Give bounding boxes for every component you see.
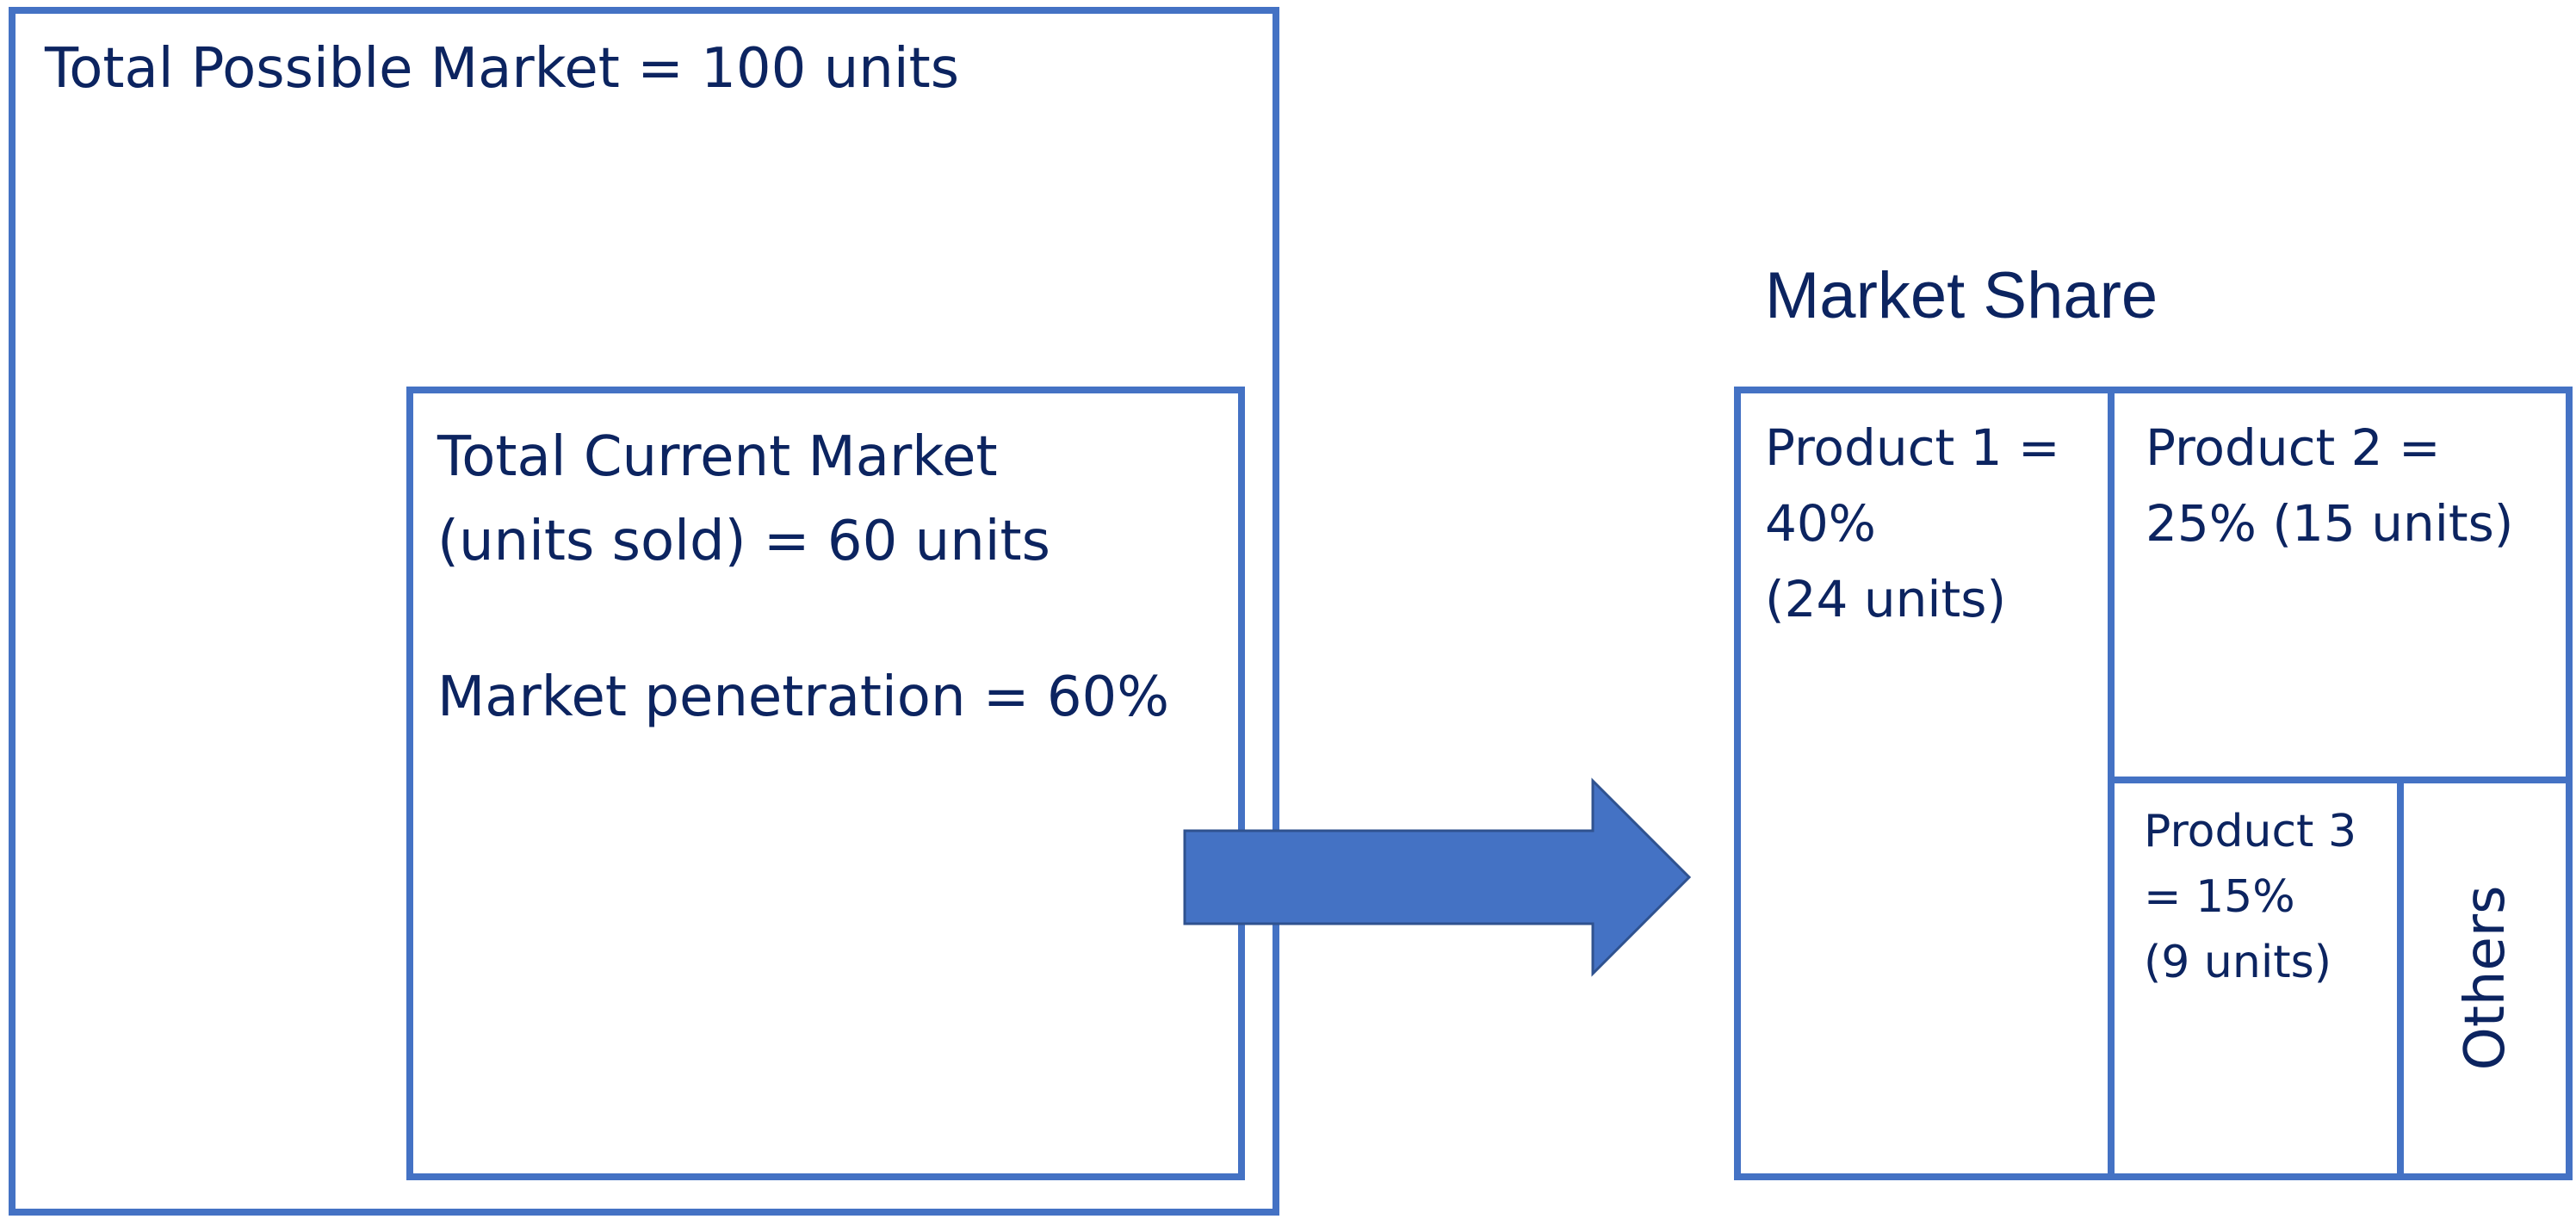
- market-penetration-label: Market penetration = 60%: [437, 665, 1170, 729]
- segment-others-label: Others: [2454, 885, 2517, 1071]
- total-possible-market-label: Total Possible Market = 100 units: [45, 37, 960, 101]
- total-current-market-label: Total Current Market (units sold) = 60 u…: [437, 425, 1050, 573]
- segment-divider-vertical-1: [2108, 387, 2115, 1180]
- segment-product-3-label: Product 3 = 15% (9 units): [2144, 806, 2357, 988]
- total-possible-market-box: [9, 7, 1279, 1216]
- total-current-market-box: [406, 387, 1245, 1180]
- segment-product-2-label: Product 2 = 25% (15 units): [2146, 418, 2514, 553]
- market-share-box: [1734, 387, 2573, 1180]
- market-share-title: Market Share: [1765, 259, 2158, 332]
- segment-divider-horizontal: [2108, 777, 2573, 783]
- segment-product-1-label: Product 1 = 40% (24 units): [1765, 418, 2060, 628]
- segment-divider-vertical-2: [2397, 777, 2404, 1180]
- right-arrow-icon: [1183, 777, 1692, 977]
- arrow-shape: [1183, 777, 1692, 977]
